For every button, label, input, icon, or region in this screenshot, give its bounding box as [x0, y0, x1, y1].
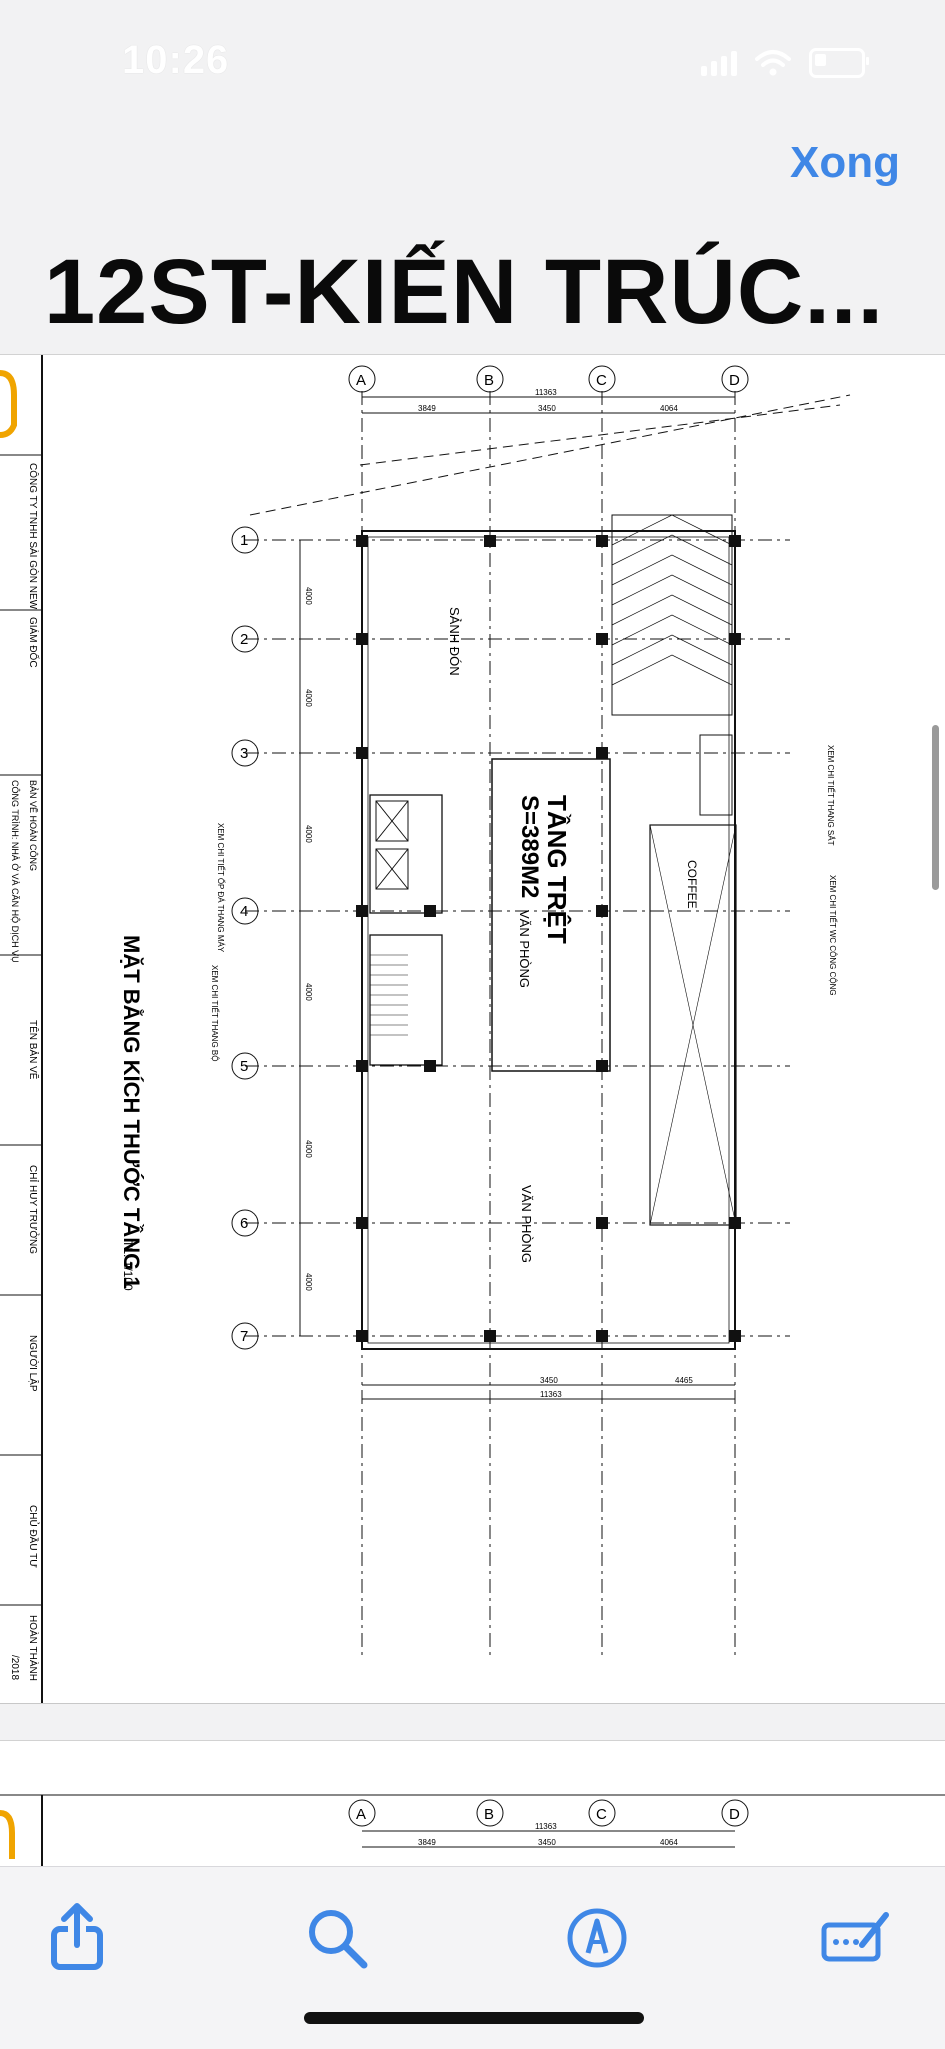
row-label-1: 1 [240, 532, 248, 549]
status-bar: 10:26 [0, 0, 945, 120]
tb-company: CÔNG TY TNHH SÀI GÒN NEW [27, 463, 40, 610]
dim2-cd: 4064 [660, 1838, 678, 1847]
floor-area: S=389M2 [516, 795, 543, 898]
row-label-7: 7 [240, 1328, 248, 1345]
tb-supervisor: CHỈ HUY TRƯỞNG [27, 1165, 40, 1254]
home-indicator[interactable] [304, 2012, 644, 2024]
title-block: CÔNG TY TNHH SÀI GÒN NEW GIÁM ĐỐC CÔNG T… [0, 355, 43, 1703]
signal-icon [701, 50, 737, 76]
dim-cd-bottom: 4465 [675, 1376, 693, 1385]
dim-cd-top: 4064 [660, 404, 678, 413]
grid-label-b: B [484, 372, 494, 389]
tb-director: GIÁM ĐỐC [27, 617, 41, 668]
dim-bc-bottom: 3450 [540, 1376, 558, 1385]
note-wc: XEM CHI TIẾT WC CÔNG CỘNG [828, 875, 838, 996]
dim2-total: 11363 [535, 1822, 557, 1831]
room-office-2: VĂN PHÒNG [519, 1185, 534, 1263]
document-title: 12ST-KIẾN TRÚC... [44, 241, 885, 343]
tb-owner: CHỦ ĐẦU TƯ [27, 1505, 40, 1568]
note-iron-stair: XEM CHI TIẾT THANG SẮT [826, 745, 836, 846]
tb-completed: HOÀN THÀNH [27, 1615, 40, 1681]
drawing-scale: TL: 1/100 [121, 1240, 135, 1291]
row-label-3: 3 [240, 745, 248, 762]
floor-plan-drawing-2: A B C D 11363 3849 3450 4064 [0, 1794, 945, 1866]
dim2-ab: 3849 [418, 1838, 436, 1847]
floor-plan-drawing: CÔNG TY TNHH SÀI GÒN NEW GIÁM ĐỐC CÔNG T… [0, 355, 851, 1703]
tb-drawing-type: BẢN VẼ HOÀN CÔNG [28, 780, 39, 871]
dim-row-1: 4000 [304, 587, 313, 605]
dim-row-6: 4000 [304, 1273, 313, 1291]
dim2-bc: 3450 [538, 1838, 556, 1847]
grid-label-a: A [356, 372, 366, 389]
share-icon[interactable] [40, 1901, 114, 1975]
tb-drawing-name: TÊN BẢN VẼ [27, 1020, 40, 1080]
dim-row-5: 4000 [304, 1140, 313, 1158]
dim-total-top: 11363 [535, 388, 557, 397]
dim-ab-top: 3849 [418, 404, 436, 413]
room-lobby: SẢNH ĐÓN [447, 607, 462, 676]
row-label-2: 2 [240, 631, 248, 648]
search-icon[interactable] [300, 1901, 374, 1975]
tb-drafter: NGƯỜI LẬP [27, 1335, 40, 1392]
column-grid [348, 365, 749, 1655]
grid-label-c: C [596, 372, 607, 389]
note-stair: XEM CHI TIẾT THANG BỘ [210, 965, 220, 1061]
document-page[interactable]: CÔNG TY TNHH SÀI GÒN NEW GIÁM ĐỐC CÔNG T… [0, 354, 945, 1704]
scroll-indicator[interactable] [932, 725, 939, 890]
grid-label-d: D [729, 372, 740, 389]
done-button[interactable]: Xong [790, 138, 900, 187]
status-icons [701, 48, 869, 78]
structural-columns [356, 535, 741, 1342]
tb-date: /2018 [9, 1655, 20, 1680]
note-lift: XEM CHI TIẾT ỐP ĐÁ THANG MÁY [216, 823, 226, 953]
grid2-label-d: D [729, 1806, 740, 1823]
status-time: 10:26 [122, 38, 230, 82]
room-office-1: VĂN PHÒNG [517, 910, 532, 988]
room-coffee: COFFEE [685, 860, 699, 909]
battery-icon [809, 48, 869, 78]
dim-bc-top: 3450 [538, 404, 556, 413]
dim-row-4: 4000 [304, 983, 313, 1001]
row-label-4: 4 [240, 903, 248, 920]
grid2-label-a: A [356, 1806, 366, 1823]
markup-icon[interactable] [560, 1901, 634, 1975]
row-grid [231, 526, 790, 1350]
tb-project: CÔNG TRÌNH: NHÀ Ở VÀ CĂN HỘ DỊCH VỤ [10, 780, 21, 963]
document-page-2[interactable]: A B C D 11363 3849 3450 4064 [0, 1740, 945, 1866]
drawing-title: MẶT BẰNG KÍCH THƯỚC TẦNG 1 [119, 935, 144, 1289]
grid2-label-c: C [596, 1806, 607, 1823]
dim-total-bottom: 11363 [540, 1390, 562, 1399]
floor-label: TẦNG TRỆT [542, 795, 572, 944]
row-label-6: 6 [240, 1215, 248, 1232]
annotate-icon[interactable] [818, 1901, 892, 1975]
wifi-icon [755, 50, 791, 76]
grid2-label-b: B [484, 1806, 494, 1823]
dim-row-2: 4000 [304, 689, 313, 707]
dim-row-3: 4000 [304, 825, 313, 843]
row-label-5: 5 [240, 1058, 248, 1075]
building-outline [249, 394, 851, 1350]
